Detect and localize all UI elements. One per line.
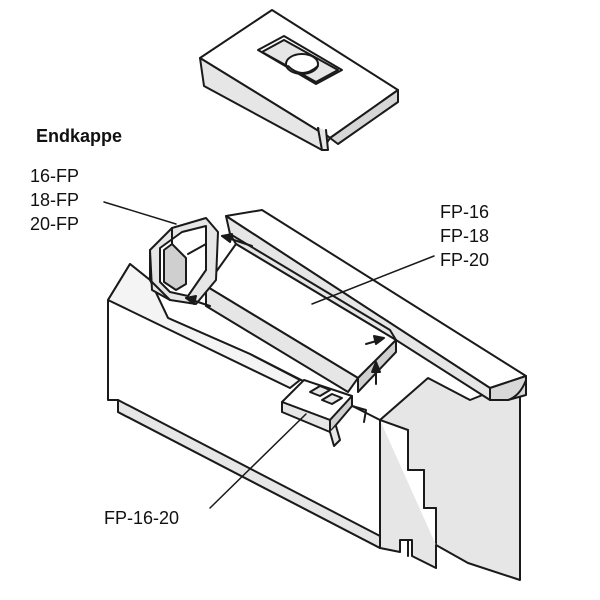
assembly-arrows	[185, 233, 385, 385]
endcap-label-16: 16-FP	[30, 166, 80, 186]
plate-label-20: FP-20	[440, 250, 490, 270]
clip-label: FP-16-20	[104, 508, 180, 528]
endcap-label-20: 20-FP	[30, 214, 80, 234]
profile-assembly-drawing	[107, 209, 527, 581]
endcap-label-18: 18-FP	[30, 190, 80, 210]
leader-lines	[103, 201, 435, 509]
endcap-title: Endkappe	[36, 126, 123, 146]
leader-plate	[311, 255, 435, 305]
leader-clip	[209, 413, 307, 509]
plate-label-18: FP-18	[440, 226, 490, 246]
plate-label-16: FP-16	[440, 202, 490, 222]
leader-endcap	[103, 201, 177, 225]
endcap-detail-drawing	[199, 9, 399, 151]
